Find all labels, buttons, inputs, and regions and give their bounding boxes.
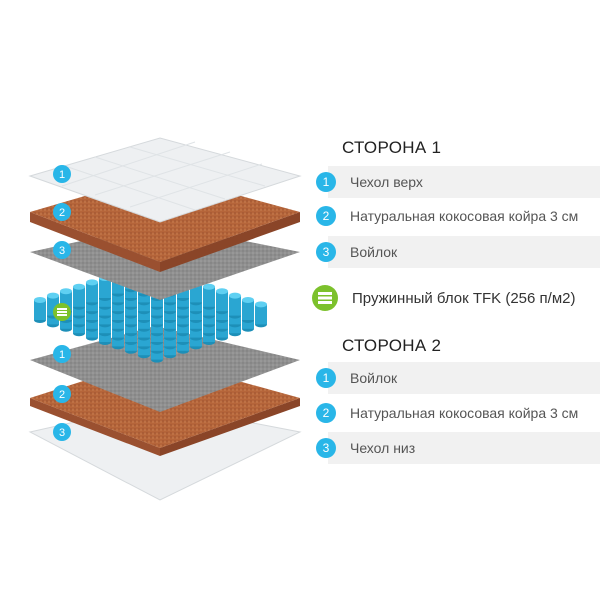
svg-text:2: 2 (59, 389, 65, 401)
svg-text:1: 1 (59, 169, 65, 181)
svg-text:3: 3 (59, 427, 65, 439)
layer-tag-top-1: 1 (53, 165, 71, 183)
number-badge: 2 (316, 403, 336, 423)
layers-legend: СТОРОНА 1 1 Чехол верх 2 Натуральная кок… (308, 0, 600, 600)
layer-tag-top-3: 3 (53, 241, 71, 259)
layer-label: Чехол верх (350, 174, 423, 190)
spring-pocket (255, 301, 267, 328)
number-badge: 3 (316, 242, 336, 262)
spring-pocket (229, 292, 241, 319)
side1-item-3: 3 Войлок (308, 236, 600, 268)
side1-title: СТОРОНА 1 (342, 138, 442, 157)
spring-pocket (73, 283, 85, 310)
number-badge: 2 (316, 206, 336, 226)
side2-item-3: 3 Чехол низ (308, 432, 600, 464)
spring-pocket (34, 297, 46, 323)
svg-text:1: 1 (59, 349, 65, 361)
side2-title: СТОРОНА 2 (342, 336, 442, 355)
side2-item-2: 2 Натуральная кокосовая койра 3 см (308, 397, 600, 429)
side1-item-1: 1 Чехол верх (308, 166, 600, 198)
layer-tag-spring (53, 303, 71, 321)
layer-tag-bottom-1: 1 (53, 345, 71, 363)
spring-block-label: Пружинный блок TFK (256 п/м2) (352, 289, 576, 307)
spring-pocket (203, 283, 215, 310)
spring-pocket (242, 297, 254, 323)
layer-label: Натуральная кокосовая койра 3 см (350, 405, 579, 421)
number-badge: 1 (316, 368, 336, 388)
layer-label: Войлок (350, 370, 398, 386)
spring-block-row: Пружинный блок TFK (256 п/м2) (308, 282, 600, 314)
layer-tag-bottom-3: 3 (53, 423, 71, 441)
spring-pocket (216, 288, 228, 315)
spring-pocket (86, 279, 98, 306)
side1-item-2: 2 Натуральная кокосовая койра 3 см (308, 200, 600, 232)
svg-text:3: 3 (59, 245, 65, 257)
layer-tag-bottom-2: 2 (53, 385, 71, 403)
side2-item-1: 1 Войлок (308, 362, 600, 394)
layer-bottom-felt (30, 326, 300, 412)
mattress-layers-illustration: 1 2 3 1 2 3 (28, 137, 302, 501)
number-badge: 1 (316, 172, 336, 192)
layer-label: Чехол низ (350, 440, 416, 456)
layer-tag-top-2: 2 (53, 203, 71, 221)
number-badge: 3 (316, 438, 336, 458)
layer-top-cover (28, 137, 302, 223)
layer-label: Войлок (350, 244, 398, 260)
svg-text:2: 2 (59, 207, 65, 219)
spring-block-icon (312, 285, 338, 311)
layer-label: Натуральная кокосовая койра 3 см (350, 208, 579, 224)
